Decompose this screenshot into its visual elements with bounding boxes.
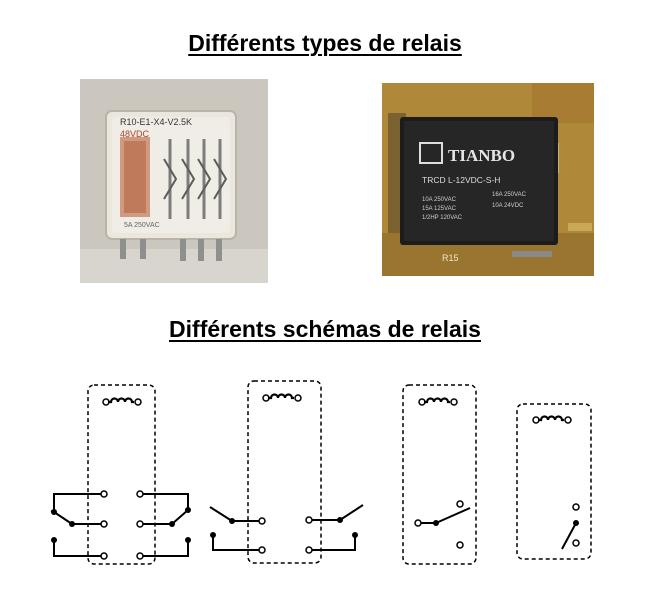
relay2-model-label: TRCD L-12VDC-S-H [422, 175, 500, 185]
relay2-rating-left-2: 15A 125VAC [422, 206, 457, 212]
relay2-rating-left-3: 1/2HP 120VAC [422, 215, 463, 221]
relay-photo-pcb: TIANBO TRCD L-12VDC-S-H 10A 250VAC 15A 1… [382, 83, 594, 276]
relay2-rating-right-2: 10A 24VDC [492, 203, 524, 209]
relay1-rating-label: 5A 250VAC [124, 222, 160, 229]
coil-icon [101, 397, 143, 407]
relay2-board-label: R15 [442, 253, 459, 263]
coil-icon [531, 415, 573, 425]
relay-photo-4pdt: R10-E1-X4-V2.5K 48VDC 5A 250VAC [80, 79, 268, 283]
relay2-rating-left-1: 10A 250VAC [422, 197, 457, 203]
relay1-model-label: R10-E1-X4-V2.5K [120, 117, 192, 127]
coil-icon [417, 397, 459, 407]
title-relay-schemas: Différents schémas de relais [169, 316, 481, 342]
schematic-dpdt-1 [50, 384, 191, 565]
relay2-rating-right-1: 16A 250VAC [492, 192, 527, 198]
coil-icon [261, 393, 303, 403]
schematic-spdt [402, 384, 477, 565]
relay2-brand-label: TIANBO [448, 146, 515, 165]
relay1-voltage-label: 48VDC [120, 129, 150, 139]
schematic-dpdt-2 [209, 380, 364, 564]
title-relay-types: Différents types de relais [188, 30, 462, 56]
schematic-spst [516, 403, 592, 560]
